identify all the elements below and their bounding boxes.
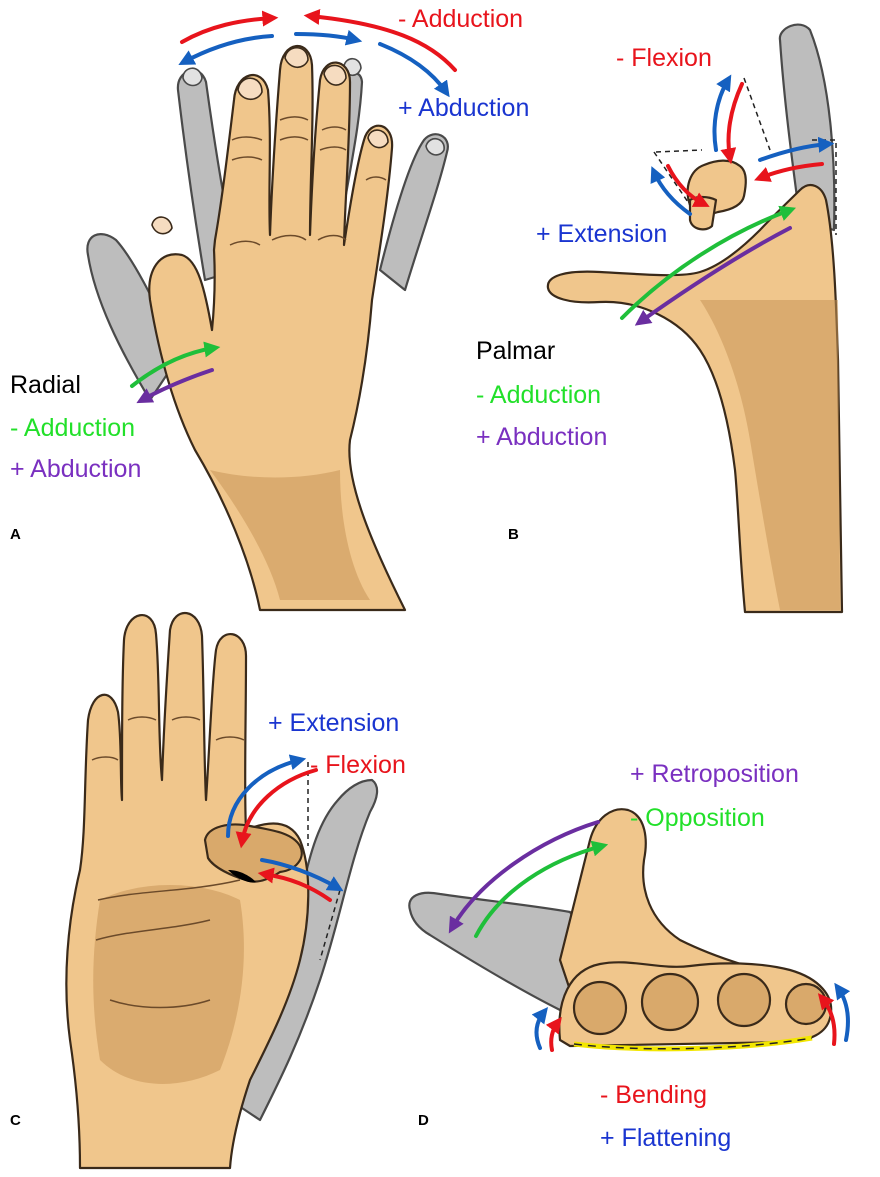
- panel-d-flattening-label: + Flattening: [600, 1124, 731, 1152]
- panel-b: [546, 23, 844, 614]
- panel-b-extension-arrow-1: [712, 74, 732, 152]
- panel-c-flexion-arrow-1: [235, 768, 318, 849]
- panel-c: [65, 611, 379, 1170]
- panel-d: [408, 808, 851, 1052]
- panel-a-top-abduction-arrow-left: [178, 34, 274, 66]
- panel-b-letter: B: [508, 526, 519, 543]
- panel-d-retroposition-label: + Retroposition: [630, 760, 799, 788]
- panel-b-flexion-label: - Flexion: [616, 44, 712, 72]
- panel-a-top-adduction-label: - Adduction: [398, 5, 523, 33]
- panel-b-thumb-adduction-label: - Adduction: [476, 381, 601, 409]
- panel-a-thumb-abduction-arrow: [136, 368, 214, 404]
- panel-a-ghost-pinky: [378, 133, 449, 292]
- panel-c-extension-arrow-1: [226, 754, 307, 838]
- panel-b-flexion-arrow-1: [720, 82, 744, 165]
- panel-b-extension-arrow-3: [758, 136, 835, 162]
- panel-d-opposition-arrow: [474, 840, 609, 938]
- panel-d-bending-label: - Bending: [600, 1081, 707, 1109]
- panel-b-flexion-arrow-3: [754, 162, 824, 182]
- panel-c-letter: C: [10, 1112, 21, 1129]
- panel-a: [86, 8, 457, 612]
- panel-a-thumb-adduction-label: - Adduction: [10, 414, 135, 442]
- panel-d-retroposition-arrow: [448, 820, 600, 934]
- panel-d-letter: D: [418, 1112, 429, 1129]
- panel-a-top-abduction-arrow-mid: [294, 29, 363, 46]
- panel-d-bending-arrow-left: [545, 1016, 562, 1052]
- panel-a-thumb-abduction-label: + Abduction: [10, 455, 141, 483]
- panel-d-flattening-arrow-right: [834, 982, 851, 1042]
- panel-a-top-adduction-arrow-right: [303, 8, 457, 72]
- panel-b-ghost-finger: [778, 23, 836, 232]
- panel-b-thumb-abduction-arrow: [634, 226, 792, 326]
- panel-a-top-adduction-arrow-left: [180, 10, 279, 44]
- panel-a-thumb-adduction-arrow: [130, 341, 221, 388]
- panel-a-letter: A: [10, 526, 21, 543]
- panel-d-flattening-arrow-left: [531, 1007, 548, 1050]
- panel-a-radial-label: Radial: [10, 371, 81, 399]
- panel-b-extension-arrow-2: [650, 166, 692, 216]
- panel-c-flexion-arrow-2: [257, 867, 332, 902]
- panel-c-extension-arrow-2: [260, 858, 344, 892]
- panel-b-thumb-abduction-label: + Abduction: [476, 423, 607, 451]
- panel-a-top-abduction-arrow-right: [378, 42, 450, 98]
- panel-c-flexion-label: - Flexion: [310, 751, 406, 779]
- panel-a-hand: [148, 45, 407, 612]
- panel-a-top-abduction-label: + Abduction: [398, 94, 529, 122]
- panel-b-thumb-adduction-arrow: [620, 205, 797, 320]
- panel-d-bending-arrow-right: [817, 993, 837, 1046]
- panel-d-opposition-label: - Opposition: [630, 804, 765, 832]
- panel-b-flexion-arrow-2: [666, 164, 710, 207]
- panel-c-extension-label: + Extension: [268, 709, 399, 737]
- panel-b-extension-label: + Extension: [536, 220, 667, 248]
- panel-b-palmar-label: Palmar: [476, 337, 555, 365]
